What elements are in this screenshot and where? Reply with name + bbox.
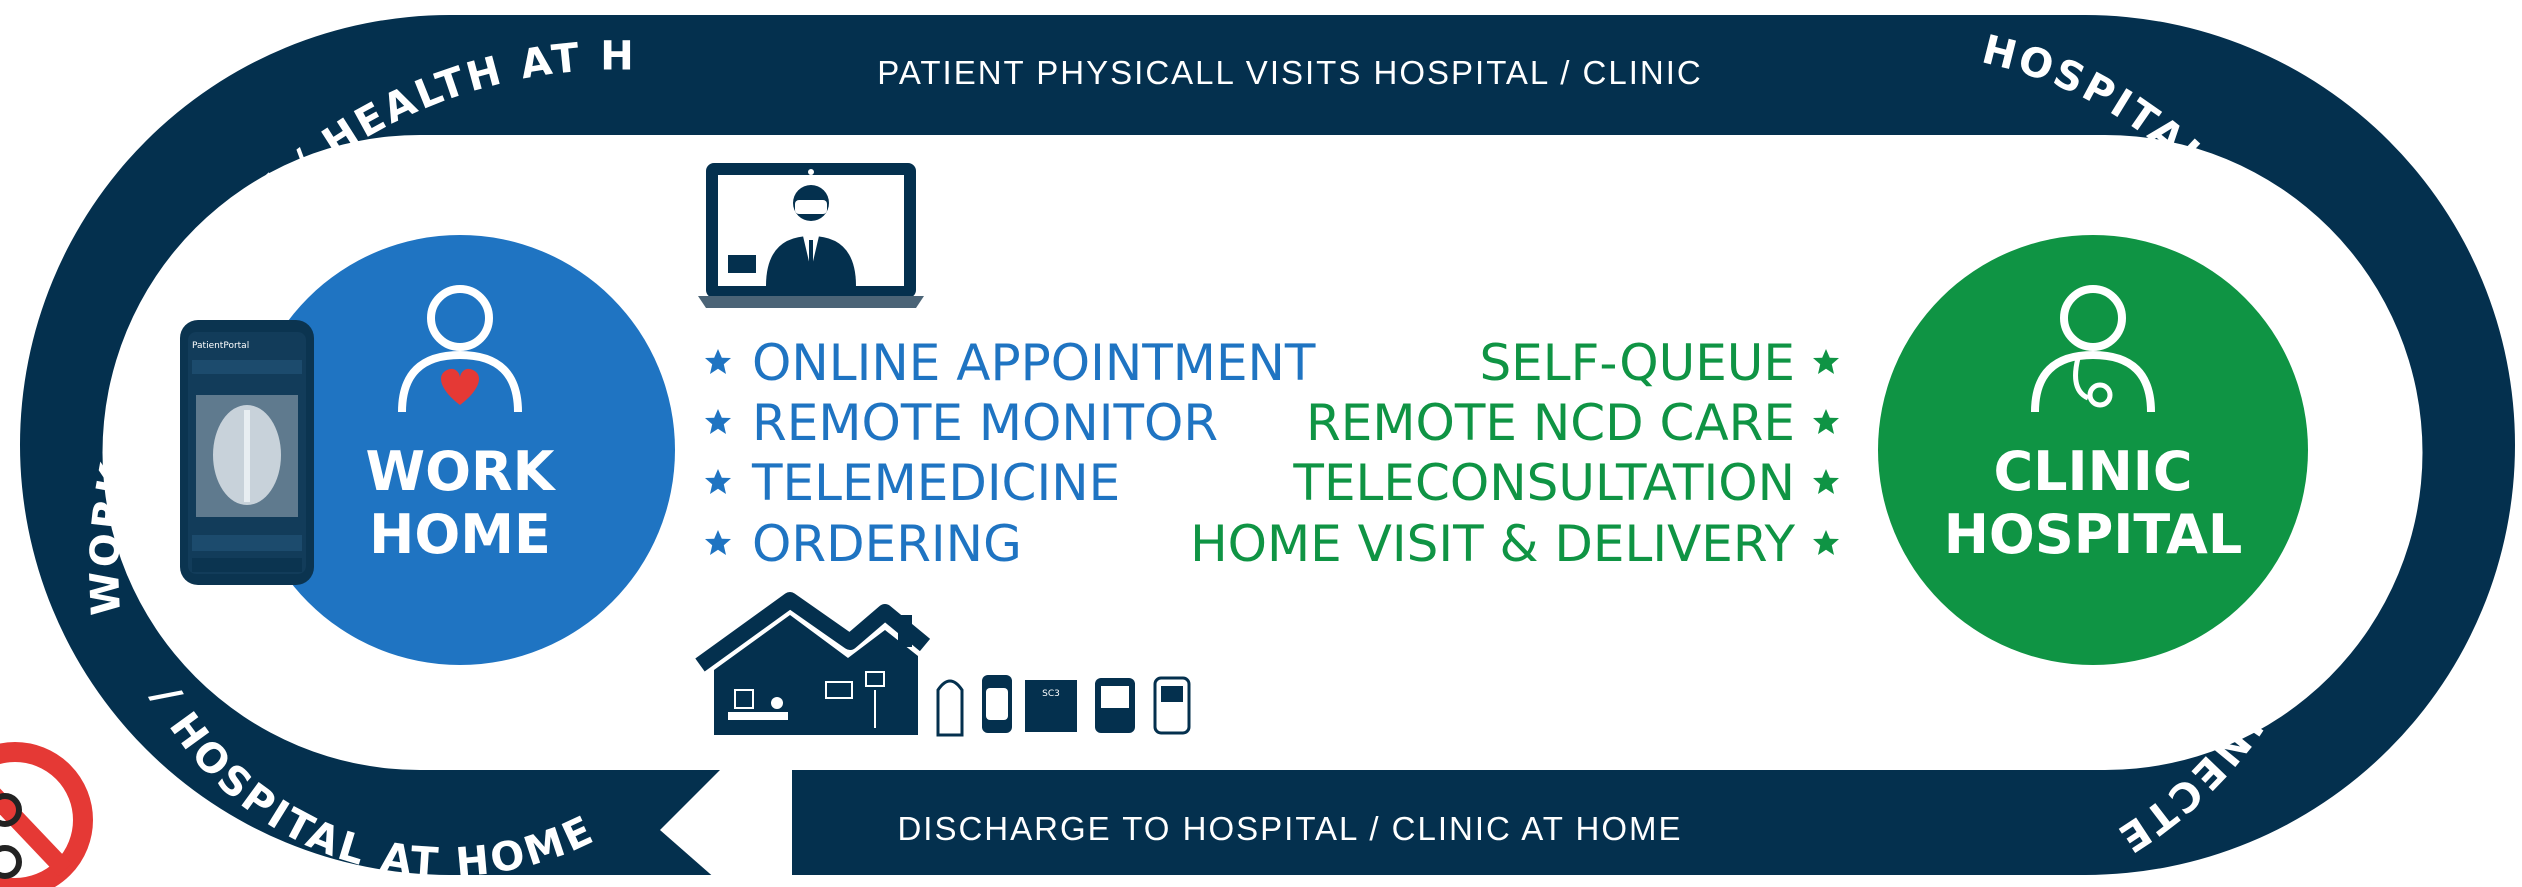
thermometer-icon: [936, 679, 964, 737]
phone-app-title: PatientPortal: [192, 341, 249, 351]
star-icon: [705, 409, 731, 434]
home-circle-line2: HOME: [369, 503, 551, 566]
star-icon: [1813, 469, 1839, 494]
smartphone-app-icon: PatientPortal: [180, 320, 314, 585]
star-icon: [1813, 409, 1839, 434]
service-ordering: ORDERING: [752, 515, 1022, 573]
cycle-arrow-gap: [660, 770, 792, 887]
cycle-band: [20, 15, 2515, 875]
medical-devices: SC3: [936, 675, 1191, 737]
glucometer-icon: [1095, 678, 1135, 733]
blood-pressure-monitor-icon: [1153, 676, 1191, 735]
home-circle-line1: WORK: [366, 440, 557, 503]
star-icon: [1813, 349, 1839, 374]
doctor-stethoscope-icon: [2031, 285, 2155, 413]
service-online-appointment: ONLINE APPOINTMENT: [752, 334, 1316, 392]
star-icon: [705, 469, 731, 494]
smartwatch-icon: [982, 675, 1012, 733]
bottom-band-label: DISCHARGE TO HOSPITAL / CLINIC AT HOME: [897, 810, 1682, 847]
star-icon: [705, 530, 731, 555]
prohibition-icon: [0, 742, 93, 887]
service-home-visit-delivery: HOME VISIT & DELIVERY: [1190, 515, 1795, 573]
telemedicine-laptop-icon: [698, 163, 924, 308]
clinic-circle-line1: CLINIC: [1993, 440, 2192, 503]
services-left-list: ONLINE APPOINTMENT REMOTE MONITOR TELEME…: [705, 334, 1316, 573]
star-icon: [1813, 530, 1839, 555]
services-right-list: SELF-QUEUE REMOTE NCD CARE TELECONSULTAT…: [1190, 334, 1839, 573]
star-icon: [705, 349, 731, 374]
service-remote-ncd-care: REMOTE NCD CARE: [1306, 394, 1795, 452]
scale-label: SC3: [1042, 689, 1060, 699]
scale-icon: SC3: [1025, 680, 1077, 732]
patient-heart-icon: [398, 285, 522, 413]
clinic-circle-line2: HOSPITAL: [1944, 503, 2243, 566]
service-teleconsultation: TELECONSULTATION: [1292, 454, 1795, 512]
service-remote-monitor: REMOTE MONITOR: [752, 394, 1218, 452]
service-telemedicine: TELEMEDICINE: [751, 454, 1120, 512]
top-band-label: PATIENT PHYSICALL VISITS HOSPITAL / CLIN…: [877, 54, 1702, 91]
clinic-circle: CLINIC HOSPITAL: [1878, 235, 2308, 665]
service-self-queue: SELF-QUEUE: [1479, 334, 1795, 392]
home-circle: WORK HOME: [245, 235, 675, 665]
home-care-icon: [695, 592, 931, 735]
